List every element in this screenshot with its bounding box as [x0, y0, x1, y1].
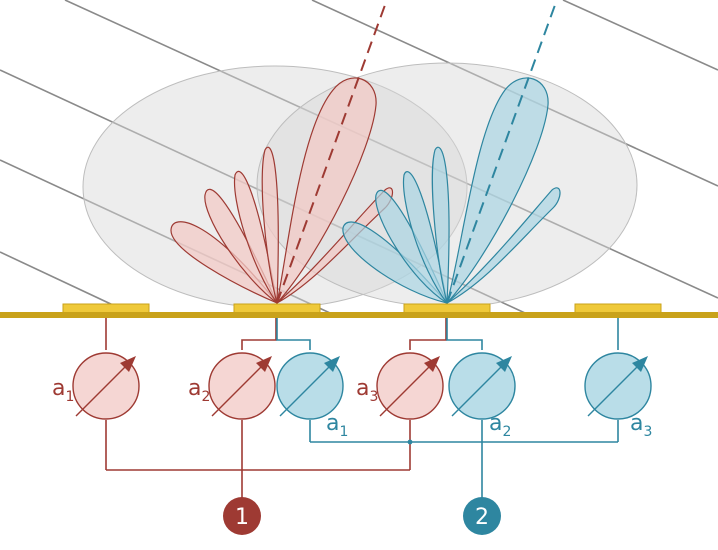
teal-steering-direction — [446, 4, 556, 304]
teal-side-lobe — [446, 187, 561, 304]
red-side-lobe — [233, 170, 278, 304]
teal-beam-pattern — [342, 77, 561, 305]
label-red-a1: a1 — [52, 376, 74, 405]
wavefront-line — [562, 0, 718, 71]
antenna-array — [0, 303, 718, 318]
phase-shifter-red-3 — [376, 352, 444, 420]
red-side-lobe — [276, 187, 394, 304]
teal-side-lobe — [342, 221, 449, 305]
ground-plane — [0, 312, 718, 318]
red-side-lobe — [261, 146, 279, 304]
teal-phase-shifters — [276, 352, 652, 420]
label-teal-a2: a2 — [489, 411, 511, 440]
red-main-lobe — [275, 77, 377, 306]
phase-shifter-teal-1 — [276, 352, 344, 420]
red-feed-network — [105, 318, 447, 500]
label-red-a2: a2 — [188, 376, 210, 405]
junction-dot — [407, 439, 413, 445]
teal-side-lobe — [431, 146, 450, 304]
teal-side-lobe — [402, 171, 448, 304]
phase-shifter-teal-3 — [584, 352, 652, 420]
phase-shifter-red-1 — [72, 352, 140, 420]
red-beam-pattern — [170, 77, 394, 306]
label-red-a3: a3 — [356, 376, 378, 405]
red-side-lobe — [170, 221, 278, 304]
red-phaser-labels: a1 a2 a3 — [52, 376, 378, 405]
red-phase-shifters — [72, 352, 444, 420]
phase-shifter-red-2 — [208, 352, 276, 420]
red-side-lobe — [204, 188, 278, 304]
patch-antenna — [574, 303, 662, 314]
phase-shifter-teal-2 — [448, 352, 516, 420]
label-teal-a3: a3 — [630, 411, 652, 440]
red-steering-direction — [276, 4, 386, 304]
teal-phaser-labels: a1 a2 a3 — [326, 411, 652, 440]
teal-feed-network — [276, 318, 619, 500]
beam-port-2-label: 2 — [475, 505, 489, 530]
beam-port-1-label: 1 — [235, 505, 249, 530]
beam-port-2: 2 — [463, 497, 501, 535]
beam-port-1: 1 — [223, 497, 261, 535]
wavefront-line — [0, 251, 131, 314]
teal-main-lobe — [446, 77, 549, 304]
label-teal-a1: a1 — [326, 411, 348, 440]
patch-antenna — [403, 303, 491, 314]
patch-antenna — [62, 303, 150, 314]
patch-antenna — [233, 303, 321, 314]
